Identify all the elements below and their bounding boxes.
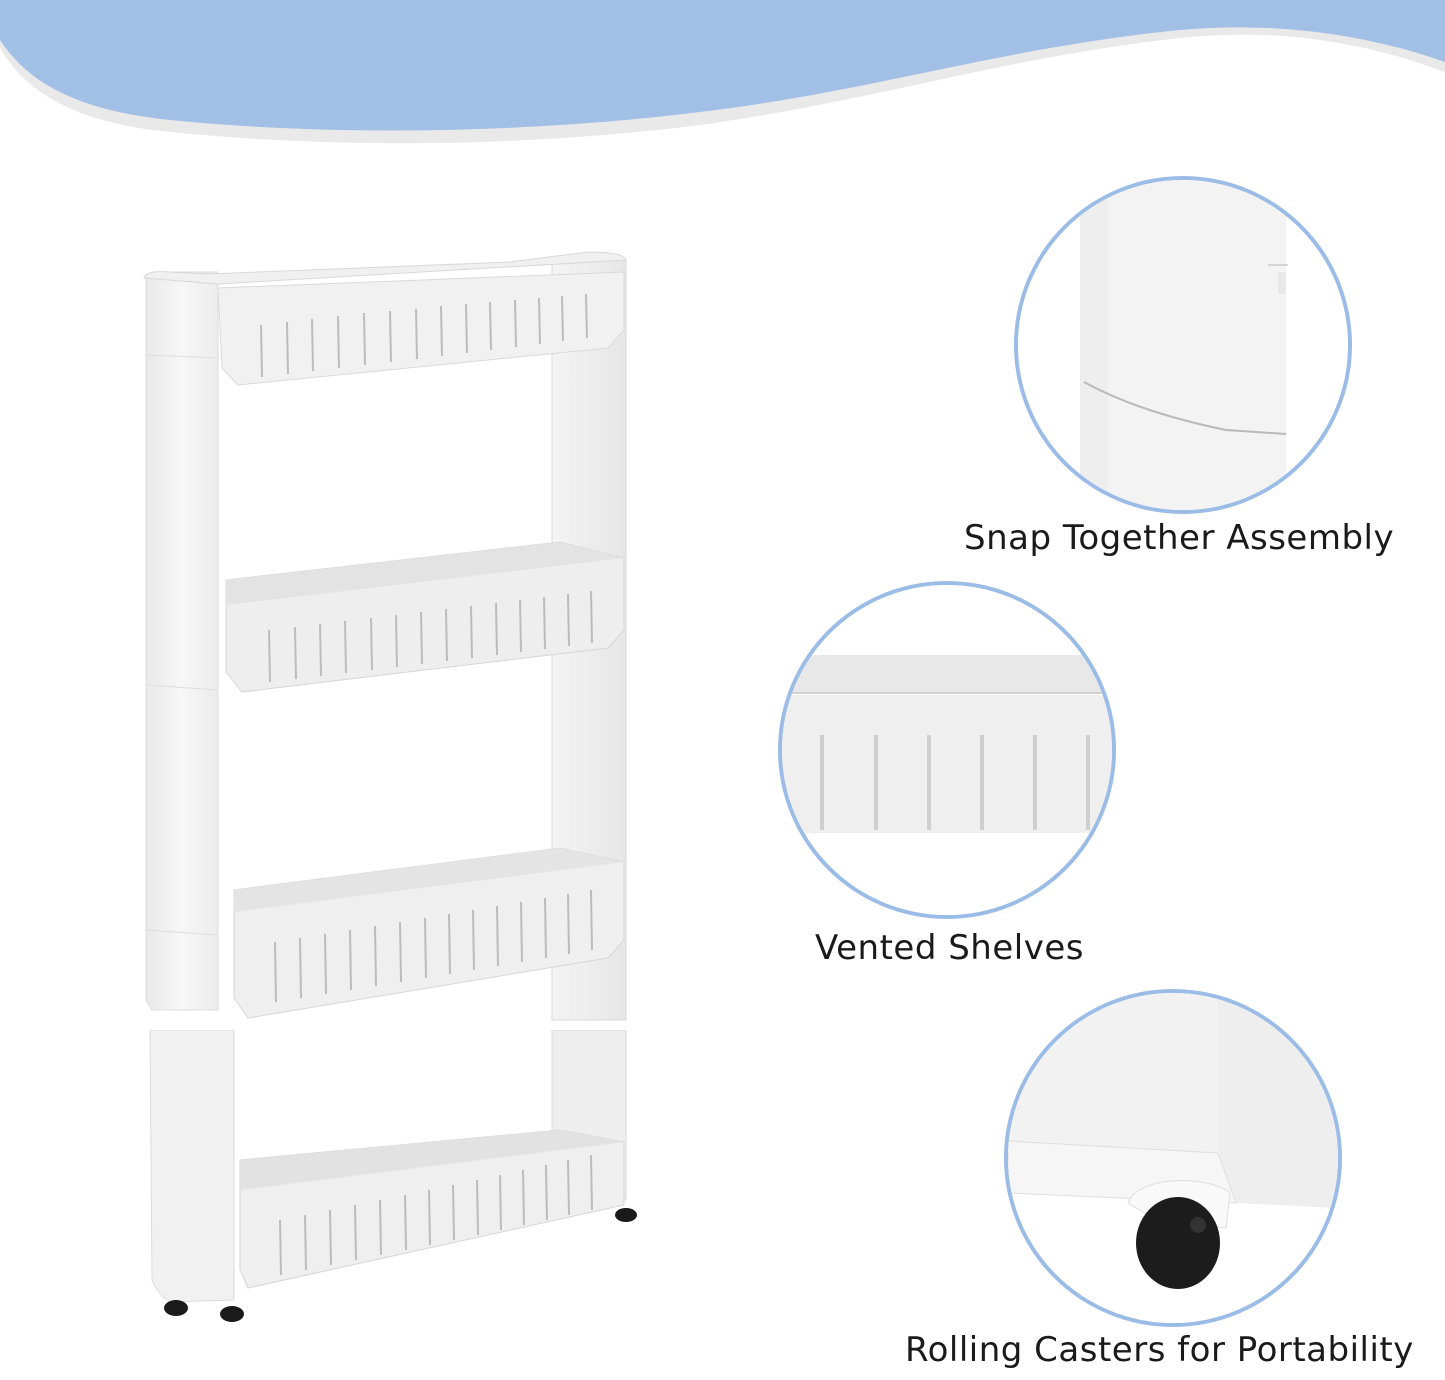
shelf-2 (225, 541, 625, 693)
feature-label: Rolling Casters for Portability (905, 1330, 1414, 1370)
rolling-cart-illustration (143, 251, 627, 1021)
shelf-4 (239, 1129, 625, 1289)
feature-label: Vented Shelves (815, 928, 1084, 968)
caster-wheels (164, 1208, 637, 1322)
rolling-cart-base-illustration (149, 1030, 637, 1322)
shelf-3 (233, 847, 625, 1019)
snap-joint-closeup-icon (1018, 180, 1348, 510)
shelf-1 (217, 271, 625, 386)
feature-label: Snap Together Assembly (964, 518, 1395, 558)
caster-wheel-closeup-icon (1008, 993, 1338, 1323)
vented-shelf-closeup-icon (782, 585, 1112, 915)
decorative-wave-banner (0, 0, 1445, 144)
